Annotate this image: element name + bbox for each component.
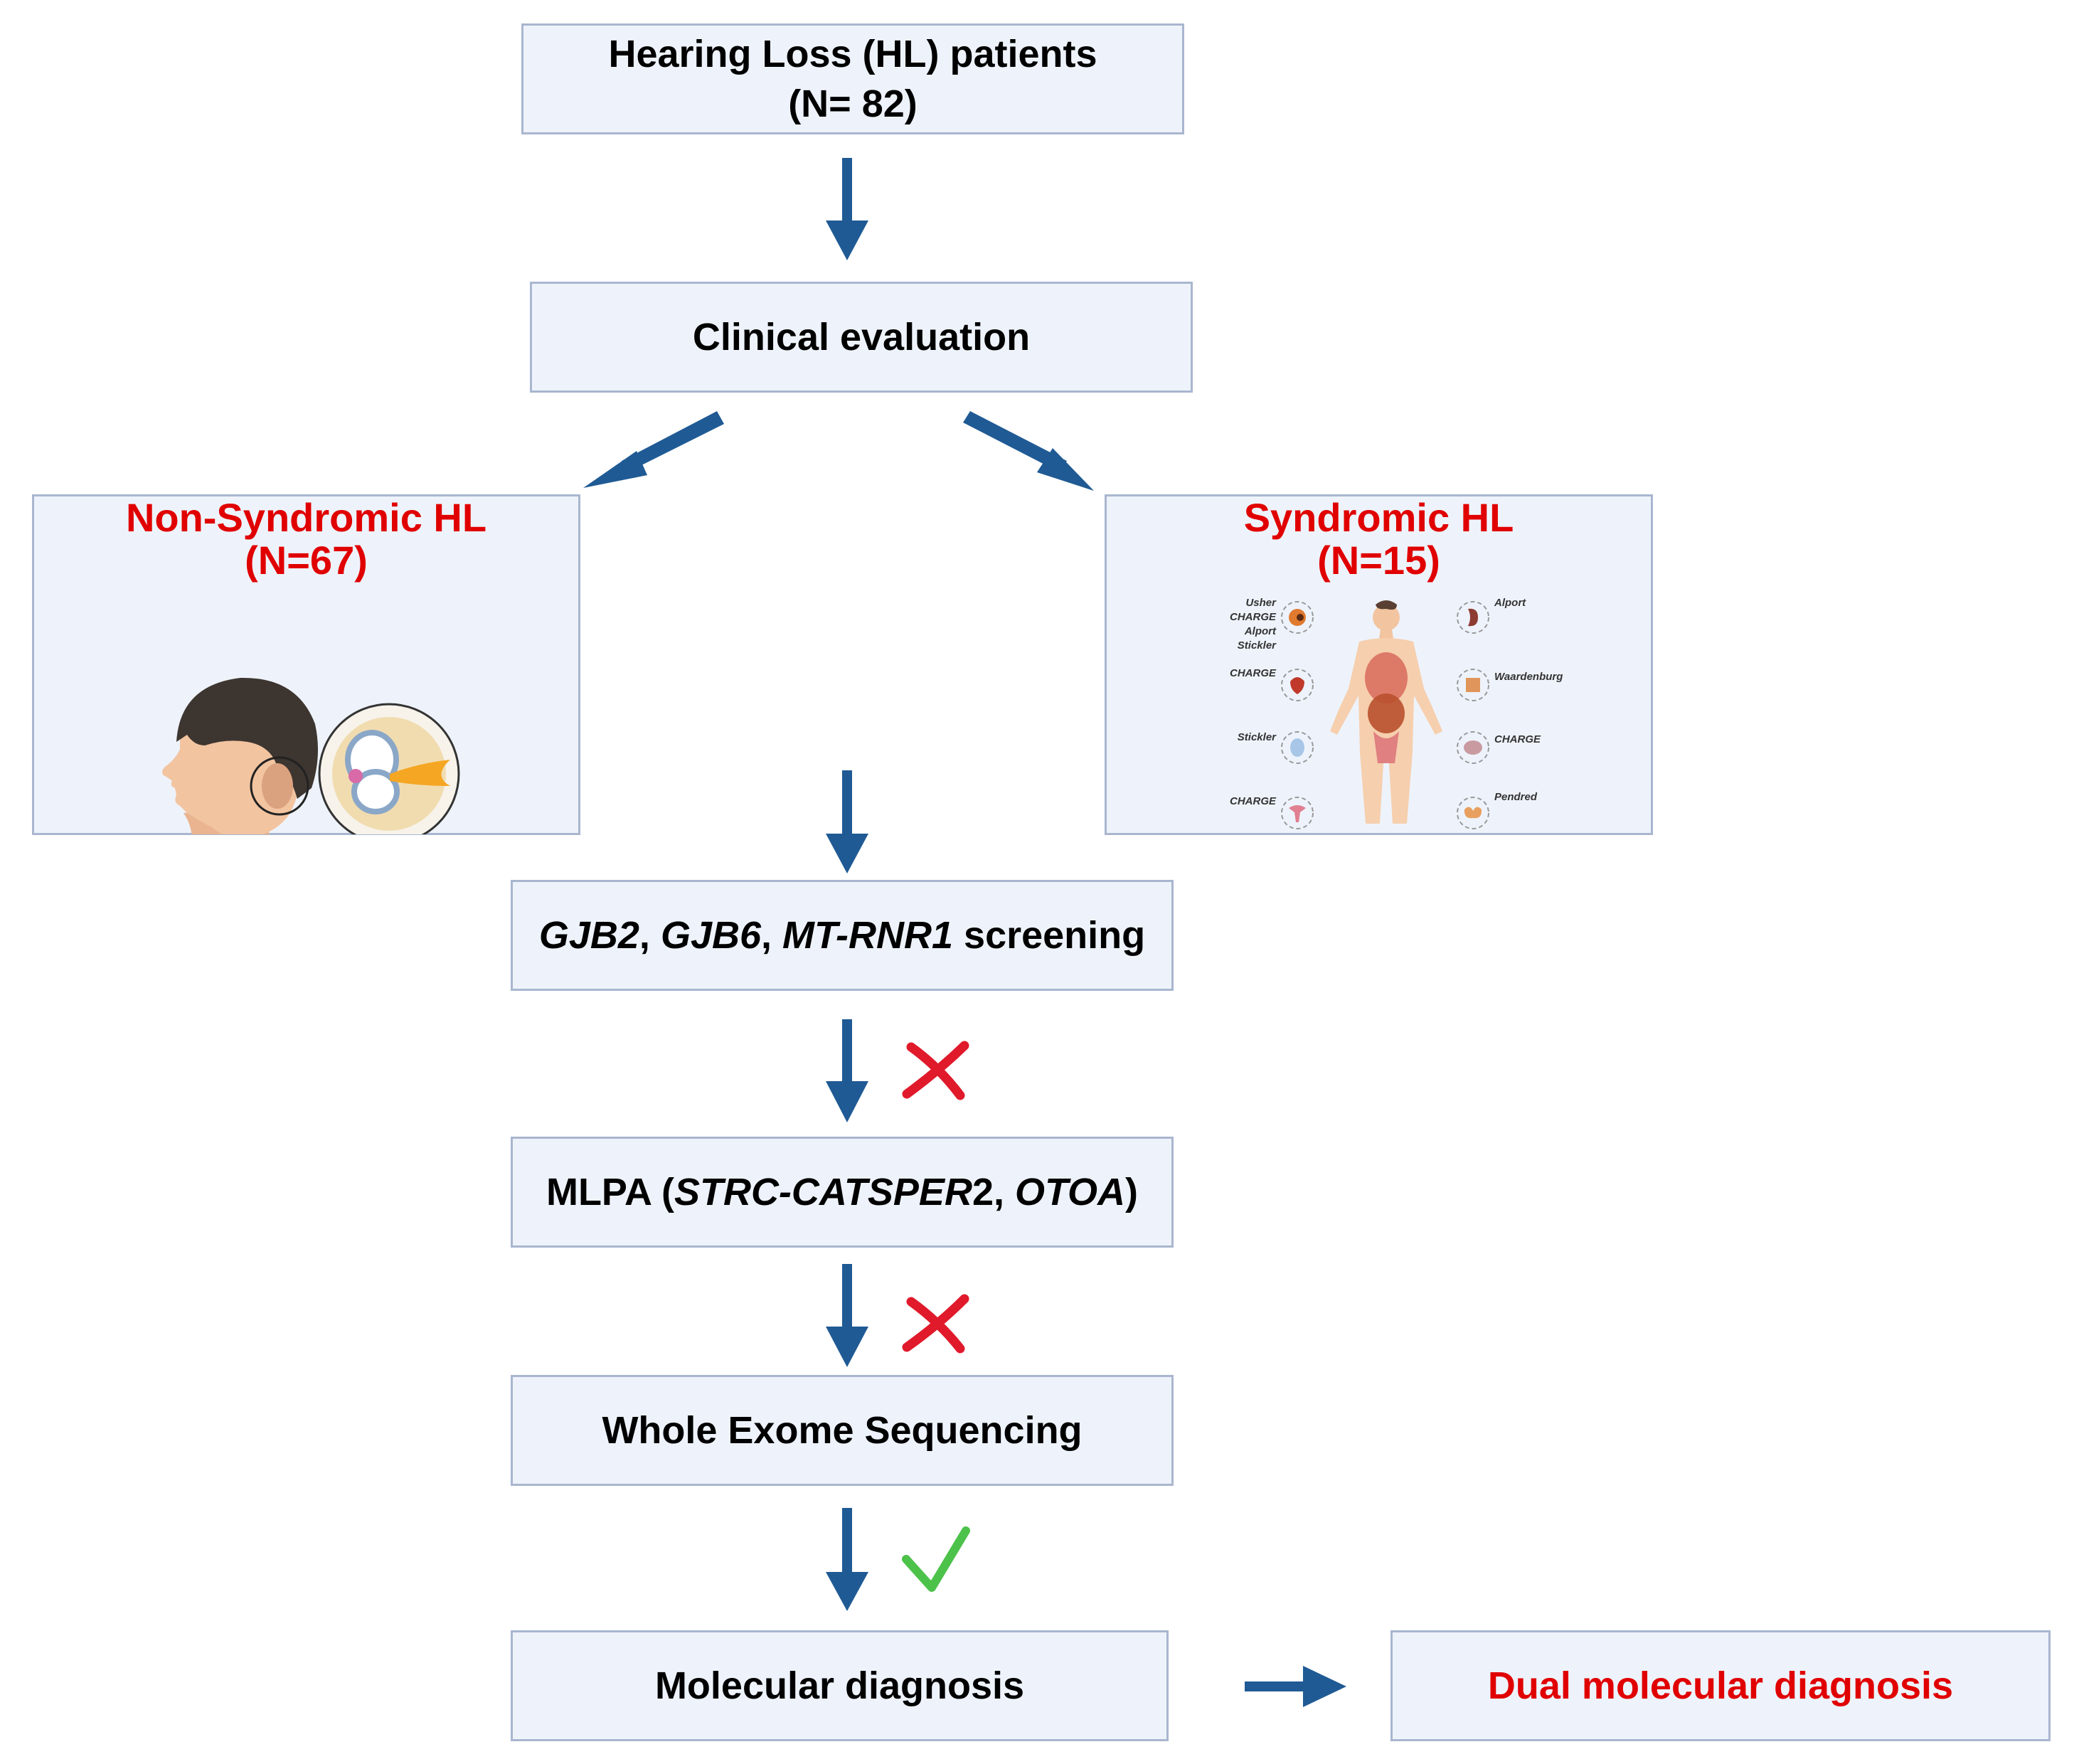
whole-exome-sequencing-label: Whole Exome Sequencing: [602, 1408, 1083, 1452]
arrow-diagonal-right-icon: [963, 411, 1094, 491]
molecular-diagnosis-box: Molecular diagnosis: [511, 1630, 1169, 1741]
patients-count: (N= 82): [788, 83, 918, 125]
reproductive-label: CHARGE: [1230, 795, 1277, 807]
syndromic-panel: Syndromic HL (N=15): [1105, 494, 1653, 835]
arrow-down-icon-5: [826, 1508, 868, 1611]
skin-label: Waardenburg: [1494, 671, 1563, 683]
thyroid-label: Pendred: [1494, 791, 1538, 803]
cross-icon-2: [902, 1294, 969, 1354]
heart-label: CHARGE: [1230, 667, 1277, 679]
eye-label-stickler: Stickler: [1238, 639, 1277, 652]
clinical-evaluation-box: Clinical evaluation: [530, 282, 1193, 393]
head-ear-illustration: [162, 677, 460, 834]
skin-organ-icon: [1457, 669, 1489, 701]
inner-ear-organ-icon: [1281, 731, 1314, 764]
clinical-evaluation-label: Clinical evaluation: [692, 315, 1031, 358]
mlpa-box: MLPA (STRC-CATSPER2, OTOA): [511, 1137, 1174, 1248]
check-icon: [902, 1526, 970, 1592]
dual-molecular-diagnosis-label: Dual molecular diagnosis: [1487, 1664, 1954, 1707]
mlpa-label: MLPA (STRC-CATSPER2, OTOA): [546, 1170, 1139, 1213]
eye-organ-icon: [1281, 601, 1314, 634]
gene-screening-label: GJB2, GJB6, MT-RNR1 screening: [538, 913, 1146, 957]
brain-label: CHARGE: [1494, 733, 1541, 745]
reproductive-organ-icon: [1281, 797, 1314, 829]
arrow-down-icon-1: [826, 158, 868, 260]
arrow-diagonal-left-icon: [583, 411, 724, 488]
eye-label-charge: CHARGE: [1230, 611, 1277, 623]
kidney-organ-icon: [1457, 601, 1489, 634]
thyroid-organ-icon: [1457, 797, 1489, 829]
syndromic-count: (N=15): [1317, 538, 1440, 583]
cross-icon-1: [902, 1041, 969, 1100]
gene-screening-box: GJB2, GJB6, MT-RNR1 screening: [511, 880, 1174, 991]
inner-ear-label: Stickler: [1238, 731, 1277, 743]
human-body-icon: [1330, 600, 1442, 824]
kidney-label: Alport: [1494, 597, 1526, 609]
whole-exome-sequencing-box: Whole Exome Sequencing: [511, 1375, 1174, 1486]
molecular-diagnosis-label: Molecular diagnosis: [654, 1664, 1025, 1707]
arrow-right-icon: [1245, 1666, 1346, 1707]
patients-label: Hearing Loss (HL) patients: [608, 32, 1097, 75]
dual-molecular-diagnosis-box: Dual molecular diagnosis: [1390, 1630, 2051, 1741]
eye-label-usher: Usher: [1245, 597, 1277, 609]
non-syndromic-panel: Non-Syndromic HL (N=67): [32, 494, 580, 835]
body-organs-illustration: Usher CHARGE Alport Stickler CHARGE Stic…: [1230, 597, 1563, 829]
non-syndromic-count: (N=67): [245, 538, 368, 583]
arrow-down-icon-4: [826, 1264, 868, 1367]
heart-organ-icon: [1281, 669, 1314, 701]
syndromic-title: Syndromic HL (N=15): [1243, 495, 1514, 583]
eye-label-alport: Alport: [1244, 625, 1277, 637]
arrow-down-icon-2: [826, 770, 868, 873]
patients-box: Hearing Loss (HL) patients (N= 82): [521, 23, 1184, 134]
non-syndromic-title: Non-Syndromic HL (N=67): [125, 495, 487, 583]
arrow-down-icon-3: [826, 1019, 868, 1122]
brain-organ-icon: [1457, 731, 1489, 764]
